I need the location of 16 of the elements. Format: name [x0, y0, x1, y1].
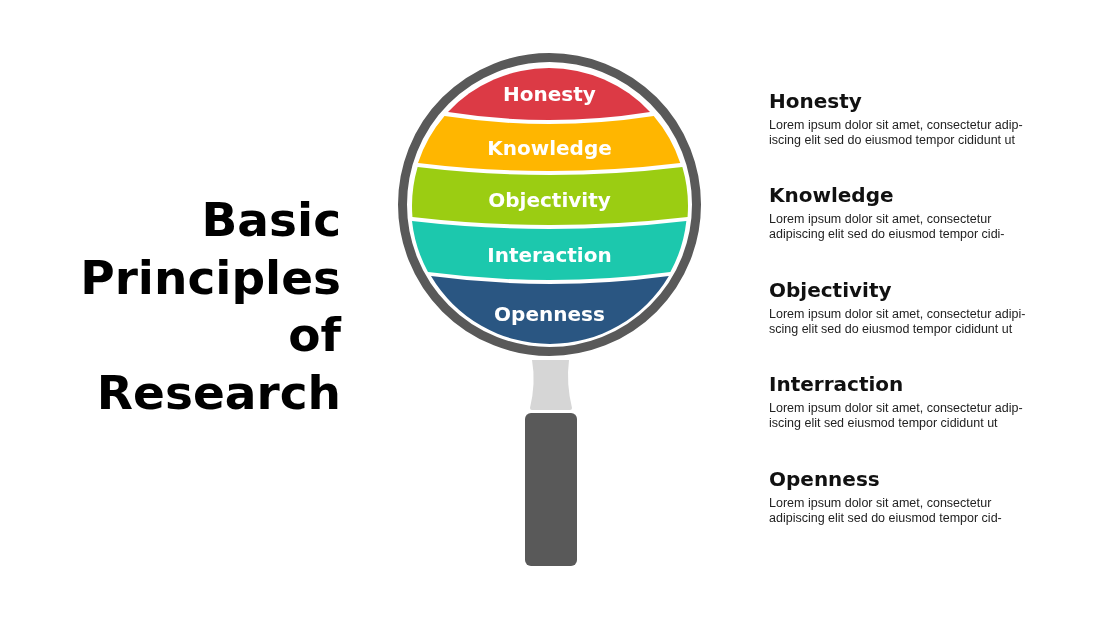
principle-band: Openness [430, 276, 669, 344]
principle-band: Honesty [448, 68, 651, 120]
principle-band: Knowledge [418, 116, 681, 171]
principle-heading: Openness [769, 466, 880, 491]
description-text: Lorem ipsum dolor sit amet, consectetur adipiscing elit sed do eiusmod tempor cidi- [769, 212, 1006, 242]
principle-band: Interaction [412, 221, 687, 280]
description-text: Lorem ipsum dolor sit amet, consectetur adip- iscing elit sed do eiusmod tempor cididunt ut [769, 117, 1024, 148]
description-text: Lorem ipsum dolor sit amet, consectetur adipi- scing elit sed do eiusmod tempor cididunt ut [769, 306, 1027, 337]
principle-heading: Objectivity [769, 277, 892, 302]
description-text: Lorem ipsum dolor sit amet, consectetur adip- iscing elit sed eiusmod tempor cididunt ut [769, 401, 1024, 431]
title-heading: Basic Principles of Research [79, 191, 341, 421]
principle-heading: Knowledge [769, 183, 894, 207]
principle-band: Objectivity [411, 167, 688, 225]
principle-heading: Honesty [769, 88, 862, 113]
principle-heading: Interraction [769, 372, 904, 396]
description-text: Lorem ipsum dolor sit amet, consectetur adipiscing elit sed do eiusmod tempor cid- [769, 495, 1003, 526]
